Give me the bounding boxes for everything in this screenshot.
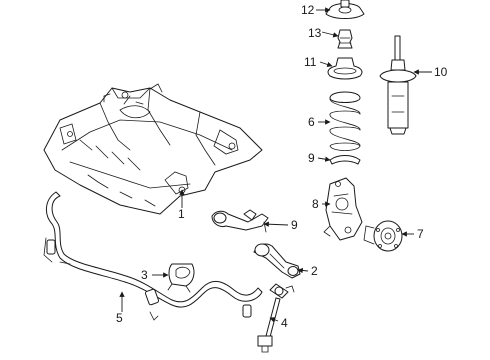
callout-6: 6 — [308, 115, 315, 129]
spring-seat-part — [327, 57, 363, 80]
callout-9-right: 9 — [308, 151, 315, 165]
strut-part — [379, 35, 417, 135]
leader-9-left — [263, 221, 289, 227]
callout-11: 11 — [304, 55, 317, 69]
callout-9-left: 9 — [291, 218, 298, 232]
steering-knuckle-part — [323, 177, 363, 241]
callout-4: 4 — [281, 316, 288, 330]
leader-2 — [297, 267, 309, 274]
callout-3: 3 — [141, 268, 148, 282]
leader-13 — [321, 31, 339, 38]
callout-1: 1 — [178, 207, 185, 221]
callouts: 12 13 11 10 6 9 8 7 9 2 3 1 5 4 — [116, 3, 448, 330]
stabilizer-link-part — [257, 283, 295, 353]
callout-12: 12 — [301, 3, 315, 17]
lower-control-arm-part — [253, 243, 301, 279]
jounce-bumper-part — [337, 29, 353, 49]
leader-9-right — [317, 156, 331, 162]
lower-spring-seat-part — [329, 155, 361, 165]
leader-11 — [319, 61, 333, 68]
callout-10: 10 — [434, 65, 448, 79]
callout-8: 8 — [312, 197, 319, 211]
callout-13: 13 — [308, 26, 322, 40]
callout-2: 2 — [311, 264, 318, 278]
upper-control-arm-part — [211, 209, 269, 233]
callout-7: 7 — [417, 227, 424, 241]
leader-4 — [269, 317, 279, 323]
stabilizer-bushing-part — [167, 263, 195, 293]
strut-mount-part — [325, 0, 365, 19]
subframe-part — [43, 83, 263, 215]
stabilizer-bar-part — [43, 191, 263, 321]
callout-5: 5 — [116, 311, 123, 325]
coil-spring-part — [329, 91, 361, 151]
wheel-hub-part — [363, 220, 403, 252]
leader-lines — [119, 7, 432, 323]
